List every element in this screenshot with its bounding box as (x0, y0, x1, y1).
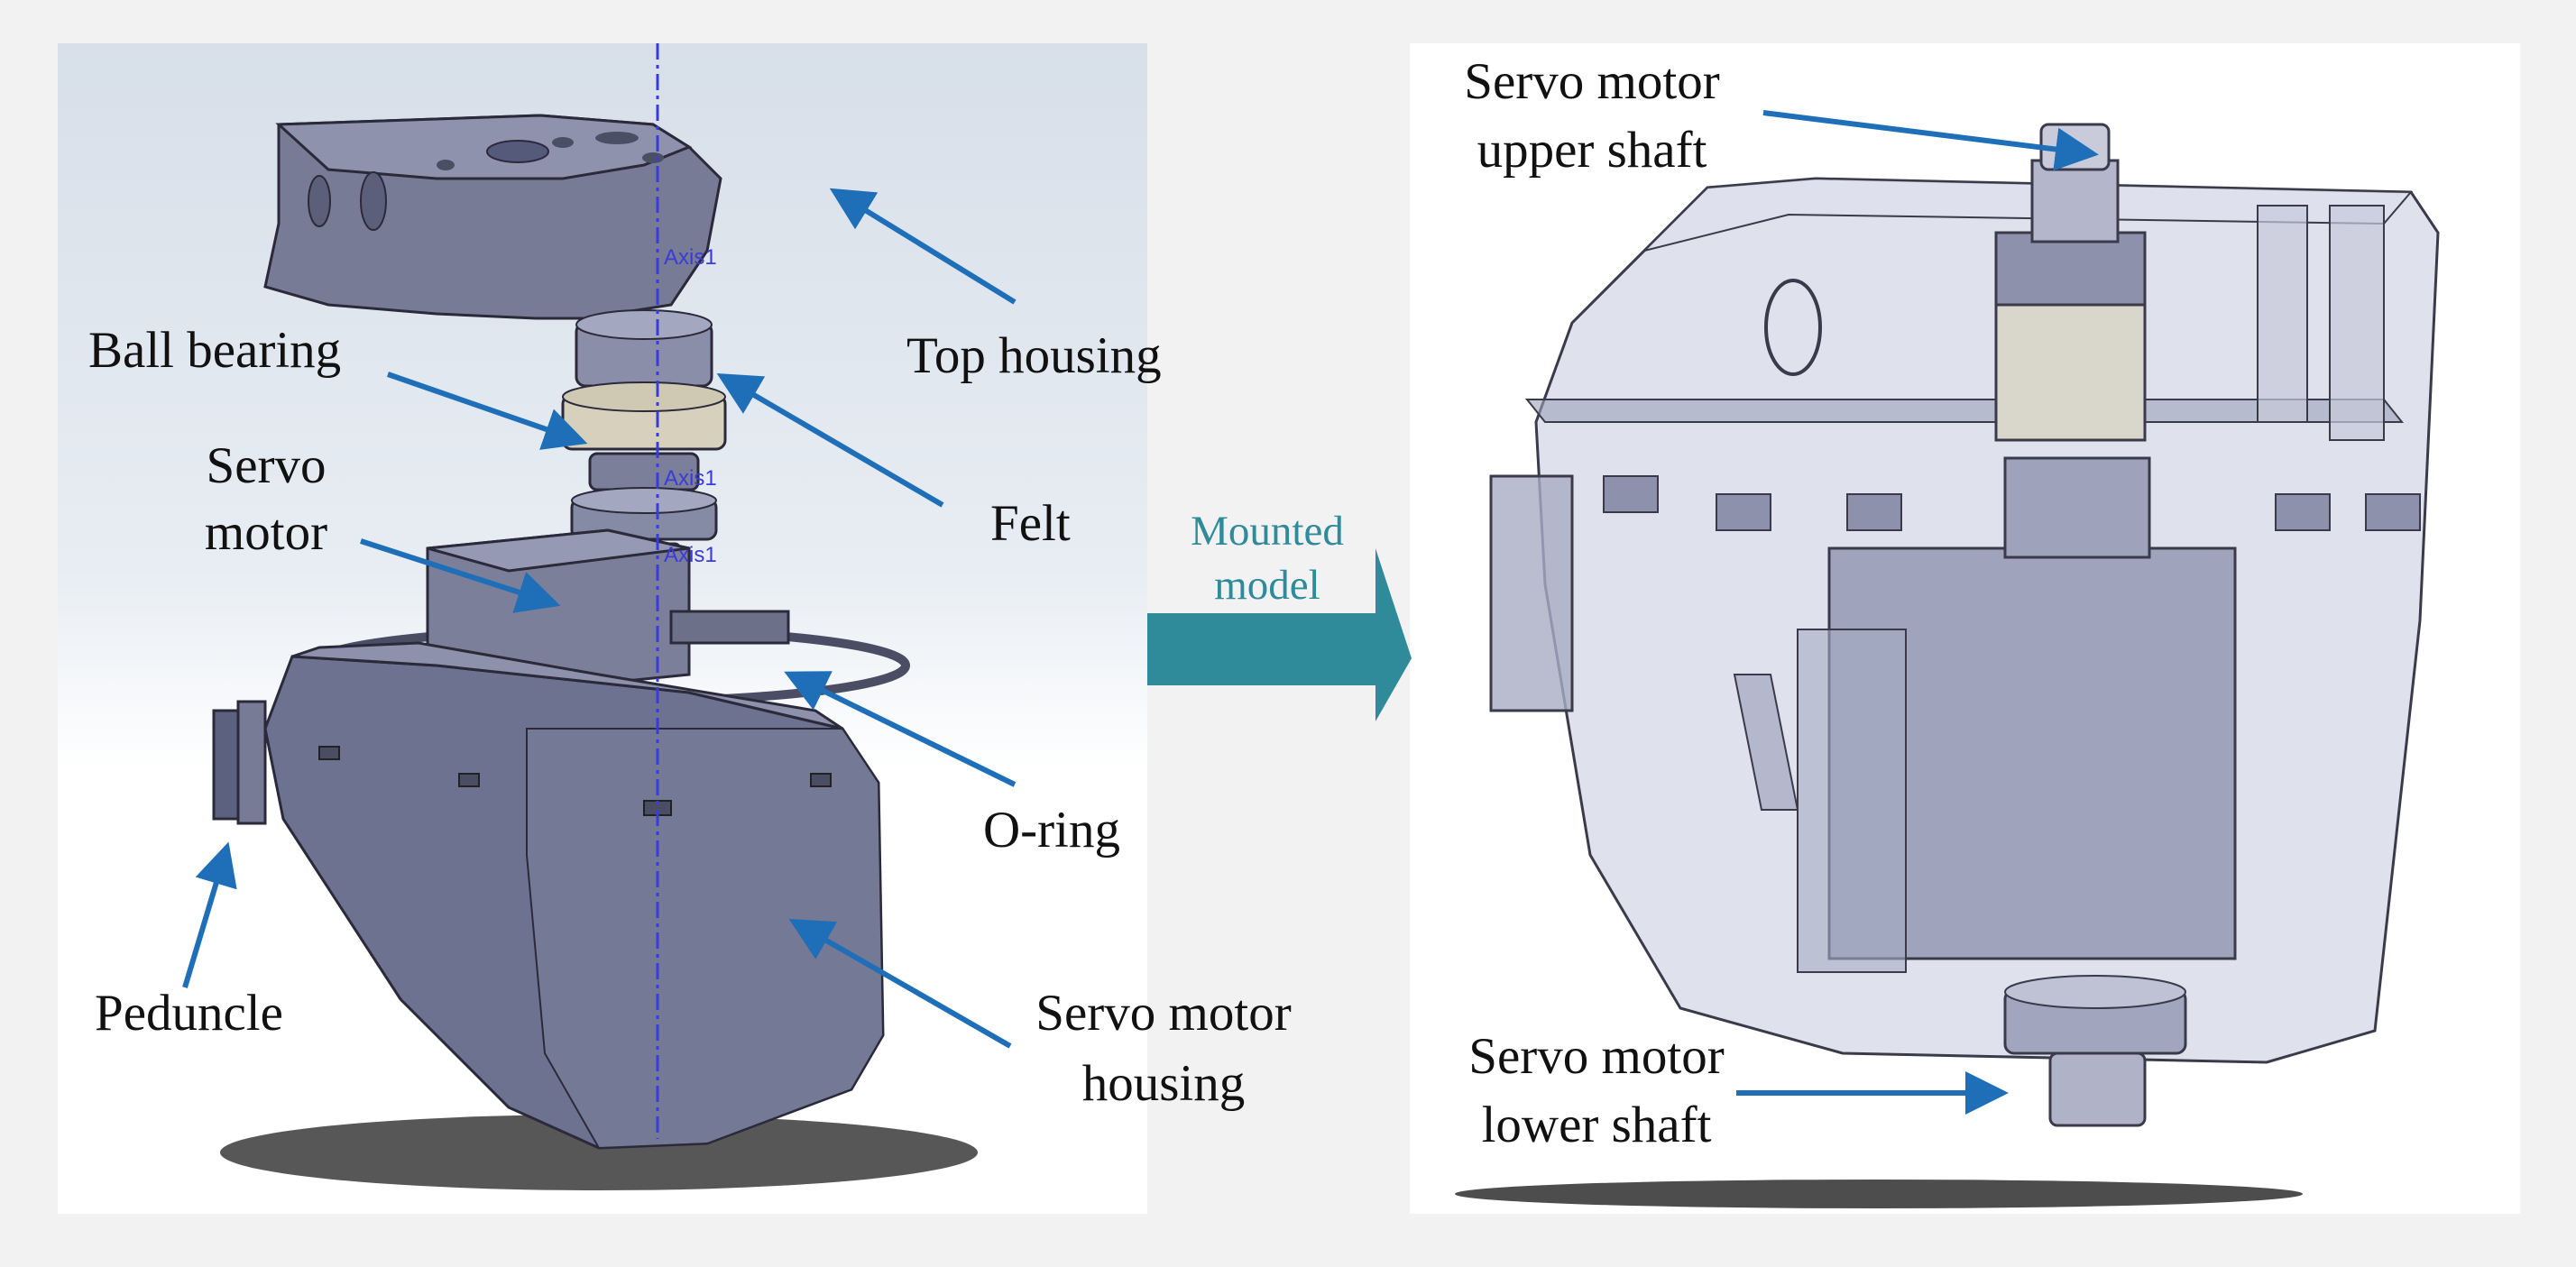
label-peduncle: Peduncle (95, 985, 283, 1042)
label-servo-motor-line2: motor (204, 504, 328, 561)
axis-label-1: Axis1 (664, 245, 717, 270)
label-top-housing: Top housing (906, 327, 1162, 384)
label-servo-housing-line1: Servo motor (1035, 985, 1292, 1042)
label-upper-shaft-line1: Servo motor (1464, 53, 1720, 110)
label-servo-motor-line1: Servo (206, 437, 327, 494)
upper-shaft-shape (1994, 123, 2147, 442)
axis-label-2: Axis1 (664, 466, 717, 491)
mounted-ground-shadow (1455, 1180, 2303, 1208)
lower-shaft-shape (2003, 975, 2187, 1127)
ground-shadow (220, 1115, 978, 1190)
peduncle-shape (212, 700, 267, 825)
mounted-model-panel (1410, 43, 2520, 1214)
axis-label-3: Axis1 (664, 543, 717, 567)
label-ball-bearing: Ball bearing (88, 322, 342, 379)
label-upper-shaft-line2: upper shaft (1477, 122, 1707, 179)
servo-motor-housing-shape (263, 641, 885, 1150)
label-felt: Felt (990, 495, 1071, 552)
label-lower-shaft-line2: lower shaft (1481, 1097, 1712, 1153)
mounted-label-line1: Mounted (1191, 508, 1344, 555)
mounted-model-drawing (1455, 123, 2440, 1208)
exploded-view-drawing: Axis1 Axis1 Axis1 (212, 43, 978, 1190)
top-housing-shape (263, 114, 722, 320)
label-servo-housing-line2: housing (1081, 1055, 1246, 1112)
mounted-label-line2: model (1214, 562, 1320, 609)
label-lower-shaft-line1: Servo motor (1468, 1028, 1725, 1085)
label-o-ring: O-ring (983, 802, 1120, 858)
side-connector (1489, 474, 1574, 712)
